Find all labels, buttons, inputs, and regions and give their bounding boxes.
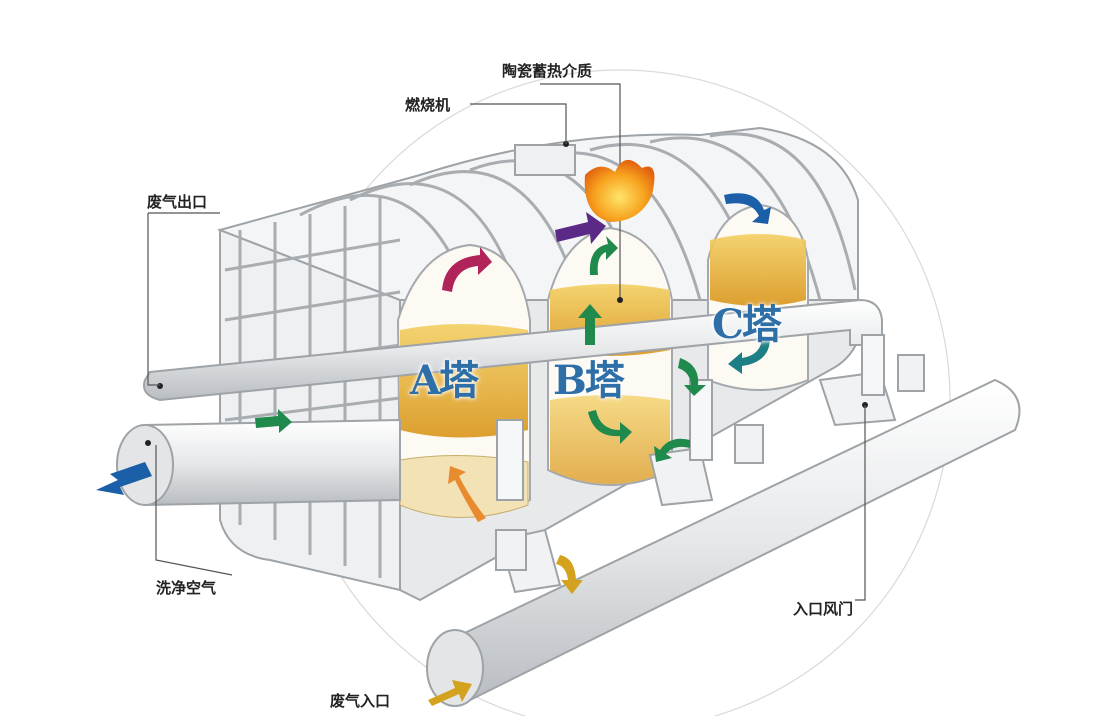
- tower-c-arrow-top-icon: [724, 193, 771, 224]
- tower-b-arrow-side-icon: [678, 358, 706, 396]
- ceramic-media-leader: [540, 83, 621, 300]
- tower-b-label: B塔: [553, 357, 625, 404]
- tower-c-label: C塔: [712, 301, 782, 348]
- tower-b-arrow-lower-icon: [588, 410, 632, 444]
- ceramic-media-label: 陶瓷蓄热介质: [502, 62, 593, 80]
- burner-box: [514, 141, 576, 176]
- tower-a-arrow-icon: [442, 247, 492, 292]
- damper-b-arrow-icon: [654, 438, 690, 462]
- inlet-damper-label: 入口风门: [793, 600, 854, 618]
- tower-c-media: [710, 234, 806, 306]
- burner-leader: [470, 103, 567, 144]
- crossover-arrow-icon: [555, 212, 606, 244]
- burner-label: 燃烧机: [405, 96, 451, 114]
- flow-arrows: [96, 193, 771, 706]
- inlet-dampers: [495, 334, 925, 594]
- outlet-arrow-icon: [96, 462, 152, 495]
- tower-b: [547, 226, 673, 486]
- tower-c-arrow-lower-icon: [728, 336, 770, 374]
- tower-b-arrow-up-icon: [578, 304, 602, 345]
- outlet-pipe: [116, 418, 401, 507]
- tower-b-arrow-upper-icon: [589, 236, 618, 275]
- exhaust-inlet-label: 废气入口: [330, 692, 391, 710]
- damper-inlet-arrow-icon: [556, 555, 583, 594]
- manifold-inlet-arrow-icon: [428, 680, 472, 706]
- tower-c: [707, 203, 809, 391]
- clean-air-label: 洗净空气: [156, 579, 217, 597]
- leader-lines: [147, 212, 866, 601]
- tower-a-inlet-arrow-icon: [448, 466, 486, 522]
- tower-b-media-lower: [550, 395, 670, 484]
- duct-arrow-icon: [255, 409, 292, 433]
- exhaust-outlet-label: 废气出口: [147, 193, 208, 211]
- tower-a-label: A塔: [410, 357, 479, 404]
- flame-icon: [584, 159, 655, 222]
